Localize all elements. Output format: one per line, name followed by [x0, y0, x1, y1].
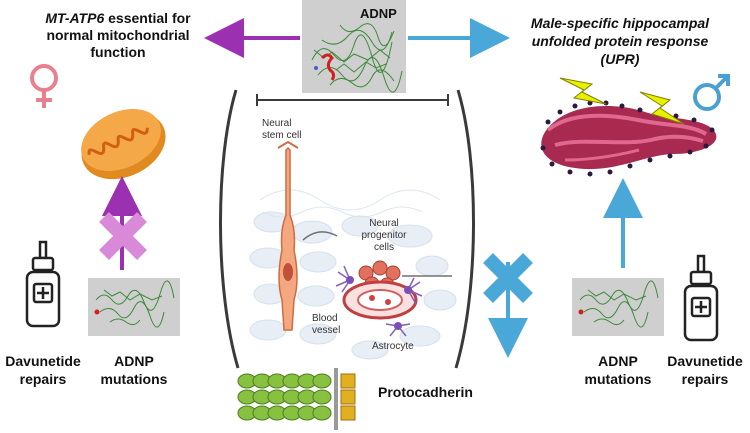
progenitor-line2: progenitor	[361, 230, 407, 241]
progenitor-line1: Neural	[369, 218, 399, 229]
nasal-spray-icon	[25, 240, 61, 328]
davunetide-label-left: Davunetide repairs	[0, 352, 86, 388]
adnp-title: ADNP	[360, 6, 397, 21]
stem-line1: Neural	[262, 118, 292, 129]
mutations-line1: ADNP	[114, 353, 154, 369]
neural-stem-cell-icon	[277, 140, 299, 331]
blood-line1: Blood	[312, 313, 338, 324]
lightning-bolt-icon	[639, 91, 685, 125]
blocked-x-blue-icon	[483, 253, 533, 303]
lightning-bolt-icon	[559, 77, 607, 105]
davunetide-line1: Davunetide	[667, 353, 743, 369]
endoplasmic-reticulum-icon	[540, 100, 717, 177]
male-line3: (UPR)	[600, 51, 640, 67]
astrocyte-label: Astrocyte	[372, 341, 414, 352]
male-line2: unfolded protein response	[531, 33, 709, 49]
male-line1: Male-specific hippocampal	[530, 15, 710, 31]
blocked-x-purple-icon	[99, 212, 147, 260]
astrocyte-icon	[335, 265, 423, 337]
adnp-mutations-label-right: ADNP mutations	[572, 352, 664, 388]
adnp-structure-image	[302, 0, 406, 93]
stem-line2: stem cell	[262, 130, 302, 141]
scale-bar	[256, 94, 449, 106]
female-symbol-icon	[30, 64, 58, 108]
protocadherin-icon	[237, 368, 356, 430]
effect-line2: normal mitochondrial	[46, 27, 190, 43]
male-upr-text: Male-specific hippocampal unfolded prote…	[500, 14, 740, 68]
blood-vessel-icon	[342, 280, 418, 320]
blood-vessel-label: Blood vessel	[312, 313, 340, 337]
mutations-line1: ADNP	[598, 353, 638, 369]
neural-progenitor-label: Neural progenitor cells	[348, 218, 420, 254]
female-effect-text: MT-ATP6 essential for normal mitochondri…	[18, 10, 218, 61]
adnp-mutation-image-left	[88, 278, 180, 336]
brain-bracket-left	[219, 89, 240, 369]
effect-line1: essential for	[104, 10, 191, 26]
nasal-spray-icon	[683, 254, 719, 342]
davunetide-line2: repairs	[19, 371, 67, 387]
mitochondrion-icon	[81, 109, 166, 180]
davunetide-label-right: Davunetide repairs	[662, 352, 748, 388]
davunetide-line2: repairs	[681, 371, 729, 387]
progenitor-line3: cells	[373, 242, 394, 253]
protocadherin-label: Protocadherin	[378, 384, 473, 400]
adnp-mutations-label-left: ADNP mutations	[88, 352, 180, 388]
davunetide-line1: Davunetide	[5, 353, 81, 369]
adnp-mutation-image-right	[572, 278, 664, 336]
blood-line2: vessel	[312, 325, 341, 336]
effect-line3: function	[90, 44, 146, 60]
brain-bracket-right	[454, 89, 475, 369]
gene-name: MT-ATP6	[45, 10, 105, 26]
male-symbol-icon	[693, 74, 730, 111]
mutations-line2: mutations	[584, 371, 652, 387]
mutations-line2: mutations	[100, 371, 168, 387]
neural-stem-cell-label: Neural stem cell	[262, 118, 301, 142]
